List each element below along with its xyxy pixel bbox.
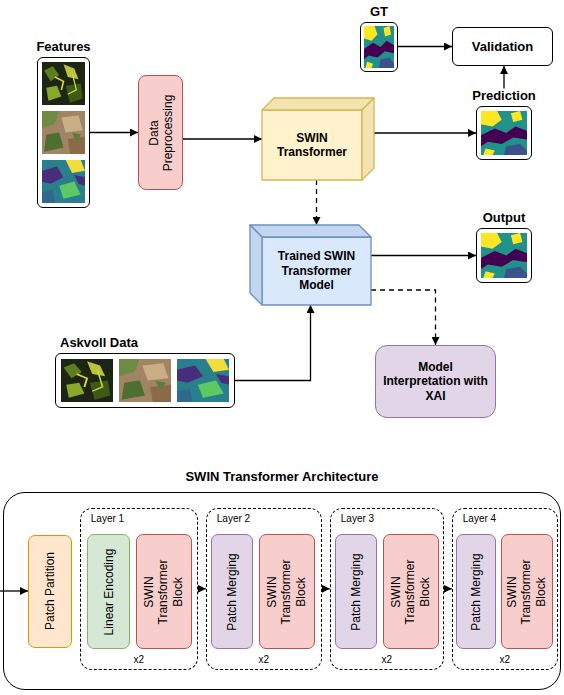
repeat-count: x2 (259, 654, 270, 666)
node-label: Model Interpretation with XAI (376, 360, 495, 403)
input-panel: Features (37, 57, 90, 208)
flow-arrow (316, 180, 317, 225)
feature-image (42, 62, 85, 105)
layer-group: Layer 2 x2 Patch Merging SWIN Transformer B… (206, 508, 322, 670)
layer-label: Layer 3 (341, 513, 374, 525)
model-cube: SWIN Transformer (262, 98, 374, 180)
node-label: Trained SWIN Transformer Model (266, 249, 367, 292)
panel-heading: Prediction (472, 88, 536, 104)
cube-face (362, 98, 374, 180)
merging-box: Patch Merging (456, 534, 496, 649)
feature-image (42, 111, 85, 154)
node-label: Data Preprocessing (146, 86, 175, 179)
panel-heading: Output (483, 210, 526, 226)
repeat-count: x2 (382, 654, 393, 666)
image-panel: Output (476, 228, 532, 283)
transformer-block: SWIN Transformer Block (136, 534, 192, 649)
prediction-map (481, 111, 527, 155)
transformer-block: SWIN Transformer Block (259, 534, 315, 649)
input-panel: Askvoll Data (55, 353, 235, 408)
repeat-count: x2 (500, 654, 511, 666)
layer-label: Layer 1 (91, 513, 124, 525)
panel-heading: Features (36, 39, 90, 55)
layer-label: Layer 2 (217, 513, 250, 525)
merging-box: Patch Merging (211, 534, 253, 649)
flow-arrow (183, 138, 262, 139)
node-label: Validation (468, 39, 537, 55)
panel-heading: Askvoll Data (60, 335, 138, 351)
transformer-block: SWIN Transformer Block (501, 534, 553, 649)
cube-face (262, 237, 371, 305)
flow-arrow (503, 66, 504, 88)
flow-arrow (322, 588, 330, 589)
node-label: SWIN Transformer Block (143, 545, 186, 638)
flow-arrow (398, 46, 452, 47)
cube-face (250, 225, 262, 305)
image-panel: GT (360, 22, 398, 72)
repeat-count: x2 (134, 654, 145, 666)
feature-image (42, 160, 85, 203)
node-label: SWIN Transformer Block (266, 545, 309, 638)
input-arrow (0, 590, 28, 591)
flow-arrow (371, 255, 476, 256)
ground-truth-map (364, 26, 394, 68)
merging-box: Patch Merging (335, 534, 377, 649)
model-cube: Trained SWIN Transformer Model (250, 225, 371, 305)
image-panel: Prediction (476, 106, 532, 160)
cube-face (262, 98, 374, 110)
flow-arrow (235, 305, 311, 381)
flow-arrow (90, 132, 138, 133)
layer-group: Layer 1 x2 Linear Encoding SWIN Transformer… (80, 508, 198, 670)
section-title: SWIN Transformer Architecture (185, 469, 378, 485)
output-map (481, 233, 527, 278)
flow-arrow (371, 290, 436, 345)
node-label: Patch Partition (43, 546, 57, 637)
node-label: Patch Merging (469, 545, 483, 638)
flow-arrow (444, 588, 452, 589)
node-label: SWIN Transformer (266, 131, 358, 160)
askvoll-image (119, 359, 171, 402)
panel-heading: GT (370, 4, 388, 20)
cube-face (250, 225, 371, 237)
node-label: Patch Merging (349, 545, 363, 638)
askvoll-image (177, 359, 229, 402)
validation-box: Validation (452, 27, 553, 66)
node-label: SWIN Transformer Block (390, 545, 433, 638)
layer-group: Layer 4 x2 Patch Merging SWIN Transformer B… (452, 508, 558, 670)
encoding-box: Linear Encoding (87, 534, 130, 649)
transformer-block: SWIN Transformer Block (383, 534, 439, 649)
partition-box: Patch Partition (28, 535, 72, 648)
layer-label: Layer 4 (463, 513, 496, 525)
askvoll-image (61, 359, 113, 402)
flow-arrow (198, 588, 206, 589)
architecture-frame: SWIN Transformer ArchitecturePatch Parti… (3, 492, 561, 690)
node-label: Linear Encoding (102, 545, 116, 638)
layer-group: Layer 3 x2 Patch Merging SWIN Transformer B… (330, 508, 444, 670)
xai-box: Model Interpretation with XAI (375, 345, 496, 418)
cube-face (262, 110, 362, 180)
process-box: Data Preprocessing (138, 75, 183, 190)
node-label: SWIN Transformer Block (506, 545, 549, 638)
flow-arrow (374, 132, 476, 133)
node-label: Patch Merging (225, 545, 239, 638)
